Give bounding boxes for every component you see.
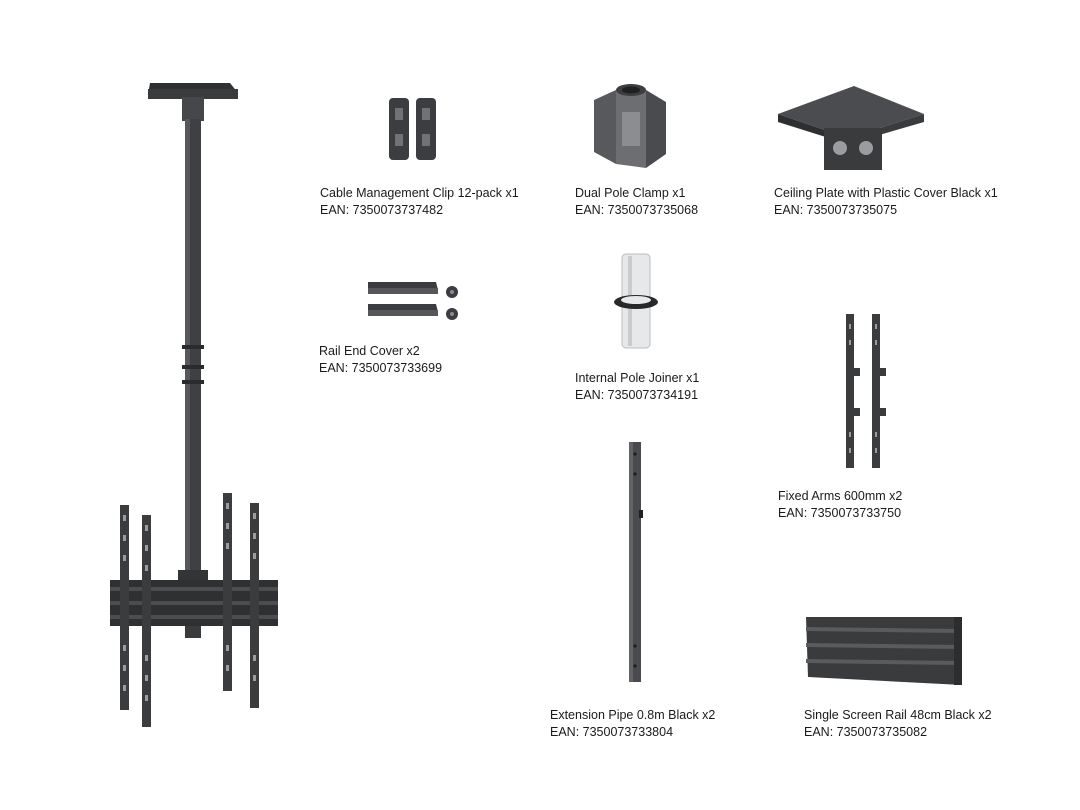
product-ean: EAN: 7350073737482 (320, 203, 444, 217)
cable-clip-image (389, 98, 436, 160)
product-ean: EAN: 7350073733750 (778, 506, 902, 520)
product-name: Ceiling Plate with Plastic Cover Black x… (774, 186, 998, 200)
product-ean: EAN: 7350073733804 (550, 725, 674, 739)
product-ean: EAN: 7350073735075 (774, 203, 898, 217)
product-name: Single Screen Rail 48cm Black x2 (804, 708, 992, 722)
internal-pole-joiner-caption: Internal Pole Joiner x1 EAN: 73500737341… (575, 370, 699, 404)
dual-pole-clamp-caption: Dual Pole Clamp x1 EAN: 7350073735068 (575, 185, 698, 219)
product-name: Cable Management Clip 12-pack x1 (320, 186, 519, 200)
product-ean: EAN: 7350073733699 (319, 361, 443, 375)
screen-rail-image (806, 617, 962, 685)
product-name: Rail End Cover x2 (319, 344, 420, 358)
fixed-arms-image (846, 314, 886, 468)
product-name: Extension Pipe 0.8m Black x2 (550, 708, 716, 722)
extension-pipe-image (629, 442, 643, 682)
product-ean: EAN: 7350073734191 (575, 388, 699, 402)
product-name: Dual Pole Clamp x1 (575, 186, 686, 200)
rail-end-cover-caption: Rail End Cover x2 EAN: 7350073733699 (319, 343, 442, 377)
product-name: Internal Pole Joiner x1 (575, 371, 700, 385)
rail-end-cover-image (368, 282, 458, 320)
fixed-arms-caption: Fixed Arms 600mm x2 EAN: 7350073733750 (778, 488, 902, 522)
ceiling-mount-assembly-image (110, 83, 278, 727)
cable-clip-caption: Cable Management Clip 12-pack x1 EAN: 73… (320, 185, 519, 219)
internal-pole-joiner-image (614, 253, 658, 349)
product-name: Fixed Arms 600mm x2 (778, 489, 903, 503)
dual-pole-clamp-image (594, 84, 666, 168)
product-ean: EAN: 7350073735082 (804, 725, 928, 739)
extension-pipe-caption: Extension Pipe 0.8m Black x2 EAN: 735007… (550, 707, 715, 741)
screen-rail-caption: Single Screen Rail 48cm Black x2 EAN: 73… (804, 707, 992, 741)
product-ean: EAN: 7350073735068 (575, 203, 699, 217)
ceiling-plate-image (778, 86, 924, 170)
ceiling-plate-caption: Ceiling Plate with Plastic Cover Black x… (774, 185, 998, 219)
